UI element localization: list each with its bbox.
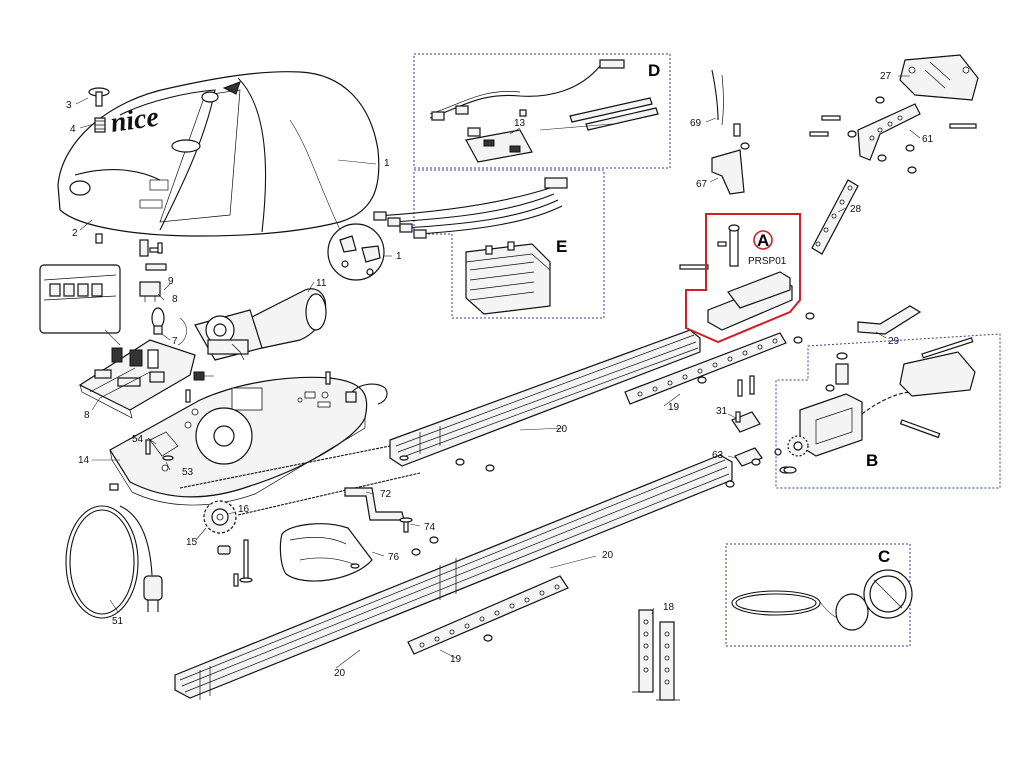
part-label-72: 72 [380,489,392,500]
sprocket-bolt [239,539,253,583]
lamp-bulb-7 [151,307,165,335]
power-cable [65,505,163,619]
long-screw [679,264,709,270]
part-label-9: 9 [168,276,174,287]
cover-brand-logo: nice [109,102,161,139]
part-label-28: 28 [850,204,862,215]
plate-screws [109,371,331,491]
part-label-76: 76 [388,552,400,563]
group-c-box [725,543,911,647]
chain-guard [279,523,373,582]
cable-guide [345,383,388,405]
cover-small-screw [95,233,103,244]
part-label-61: 61 [922,134,934,145]
base-plate [109,376,368,506]
rail-joiner-upper [624,332,787,405]
part-label-8a: 8 [172,294,178,305]
cable-clip-detail [327,223,385,281]
part-label-11: 11 [316,278,327,289]
part-label-4: 4 [70,124,76,135]
rail-joiner-lower [407,575,569,655]
joiner-holes-upper [637,338,778,397]
bracket-67 [711,142,750,195]
motor-cover: nice [57,71,380,237]
hanger-18 [632,609,680,701]
part-label-14: 14 [78,455,90,466]
leader-lines [75,75,921,669]
group-label-d: D [648,61,660,80]
arm-screws [809,115,977,138]
part-label-1: 1 [384,158,390,169]
highlight-part-code: PRSP01 [748,256,787,267]
wall-bracket-27 [899,54,979,101]
cover-spring [94,117,106,133]
bracket-31 [731,411,761,433]
part-label-51: 51 [112,616,124,627]
control-board [78,339,196,419]
part-label-13: 13 [514,118,526,129]
group-label-a: A [757,231,769,250]
part-label-63: 63 [712,450,724,461]
small-washer [233,573,239,587]
release-handle-29 [857,305,922,335]
motor-connector [193,371,214,381]
group-b-box [775,333,1001,489]
part-label-19b: 19 [450,654,462,665]
bracket-72 [344,487,405,521]
part-label-53: 53 [182,467,194,478]
part-labels: 3 4 1 2 1 9 8 11 7 8 54 14 53 16 15 72 7… [66,61,934,679]
screw-74 [399,517,413,533]
part-label-3: 3 [66,100,72,111]
group-c-parts [731,569,913,631]
drive-motor [194,288,327,361]
relay-8-top [139,281,161,302]
group-d-box [413,53,671,169]
group-label-e: E [556,237,567,256]
part-label-29: 29 [888,336,900,347]
group-label-c: C [878,547,890,566]
drive-sprocket [203,500,237,534]
sprocket-nut [217,545,231,555]
cover-screw [88,87,110,107]
joiner-holes-lower [419,584,560,648]
part-label-31: 31 [716,406,728,417]
group-d-parts [429,59,659,163]
rail-screws [411,312,815,642]
part-label-54: 54 [132,434,144,445]
terminal-small [145,263,167,271]
rail-lower [174,454,733,700]
part-label-74: 74 [424,522,436,533]
group-a-marker [753,230,773,250]
part-label-16: 16 [238,504,250,515]
part-label-27: 27 [880,71,892,82]
group-label-b: B [866,451,878,470]
part-label-1b: 1 [396,251,402,262]
part-label-7: 7 [172,336,178,347]
part-label-20a: 20 [556,424,568,435]
part-label-69: 69 [690,118,702,129]
fuse-holder [139,239,163,257]
part-label-67: 67 [696,179,708,190]
part-label-20c: 20 [334,668,346,679]
group-e-parts [373,177,568,315]
arm-61 [857,96,921,174]
part-label-18: 18 [663,602,675,613]
part-label-19a: 19 [668,402,680,413]
board-detail-inset [39,264,121,346]
group-a-trolley [685,213,801,344]
part-label-2: 2 [72,228,78,239]
bracket-63 [734,447,793,474]
part-label-20b: 20 [602,550,614,561]
part-label-8b: 8 [84,410,90,421]
arm-28 [811,179,859,255]
group-b-parts [783,337,976,474]
rail-upper [389,329,701,467]
cable-69 [711,69,741,137]
part-label-15: 15 [186,537,198,548]
